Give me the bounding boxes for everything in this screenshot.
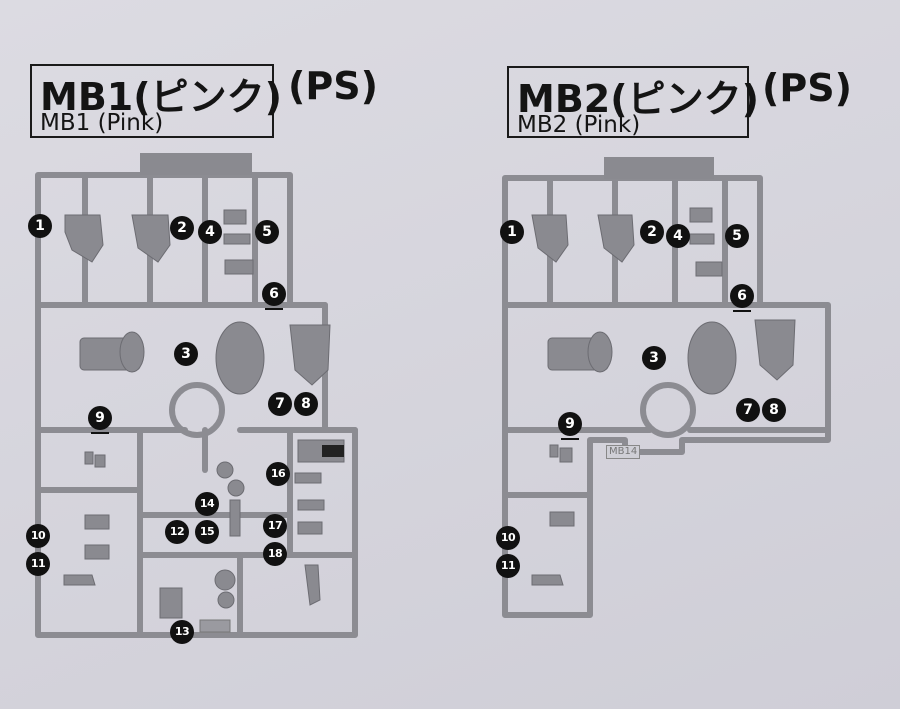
mb2-callout-9: 9 [558, 412, 582, 436]
mb1-callout-2: 2 [170, 216, 194, 240]
mb1-callout-4: 4 [198, 220, 222, 244]
mb1-callout-3: 3 [174, 342, 198, 366]
mb1-callout-18: 18 [263, 542, 287, 566]
mb2-callout-7: 7 [736, 398, 760, 422]
mb1-callout-9: 9 [88, 406, 112, 430]
mb1-subtitle: MB1 (Pink) [40, 110, 164, 136]
mb1-callout-15: 15 [195, 520, 219, 544]
mb1-callout-17: 17 [263, 514, 287, 538]
mb2-callout-2: 2 [640, 220, 664, 244]
mb1-callout-11: 11 [26, 552, 50, 576]
mb1-callout-14: 14 [195, 492, 219, 516]
mb1-material: (PS) [288, 64, 378, 108]
mb1-callout-8: 8 [294, 392, 318, 416]
mb2-callout-6-underline [733, 310, 751, 312]
mb2-callout-8: 8 [762, 398, 786, 422]
mb2-callout-4: 4 [666, 224, 690, 248]
mb1-callout-13: 13 [170, 620, 194, 644]
mb2-material: (PS) [762, 66, 852, 110]
mb1-callout-1: 1 [28, 214, 52, 238]
mb1-callout-12: 12 [165, 520, 189, 544]
mb2-callout-1: 1 [500, 220, 524, 244]
mb1-callout-9-underline [91, 432, 109, 434]
mb1-callout-6: 6 [262, 282, 286, 306]
mb2-callout-3: 3 [642, 346, 666, 370]
mb1-callout-5: 5 [255, 220, 279, 244]
mb1-title: MB1(ピンク) [40, 75, 282, 119]
mb2-callout-11: 11 [496, 554, 520, 578]
mb2-callout-9-underline [561, 438, 579, 440]
mb1-callout-6-underline [265, 308, 283, 310]
mb1-callout-16: 16 [266, 462, 290, 486]
mb1-callout-7: 7 [268, 392, 292, 416]
mb2-callout-5: 5 [725, 224, 749, 248]
mb1-title-box: MB1(ピンク) MB1 (Pink) [30, 64, 282, 138]
mb2-title: MB2(ピンク) [517, 77, 759, 121]
mb2-subtitle: MB2 (Pink) [517, 112, 641, 138]
mb2-runner-gate-tag: MB14 [606, 445, 641, 459]
mb1-callout-10: 10 [26, 524, 50, 548]
mb2-callout-6: 6 [730, 284, 754, 308]
mb2-callout-10: 10 [496, 526, 520, 550]
mb2-title-box: MB2(ピンク) MB2 (Pink) [507, 66, 759, 138]
